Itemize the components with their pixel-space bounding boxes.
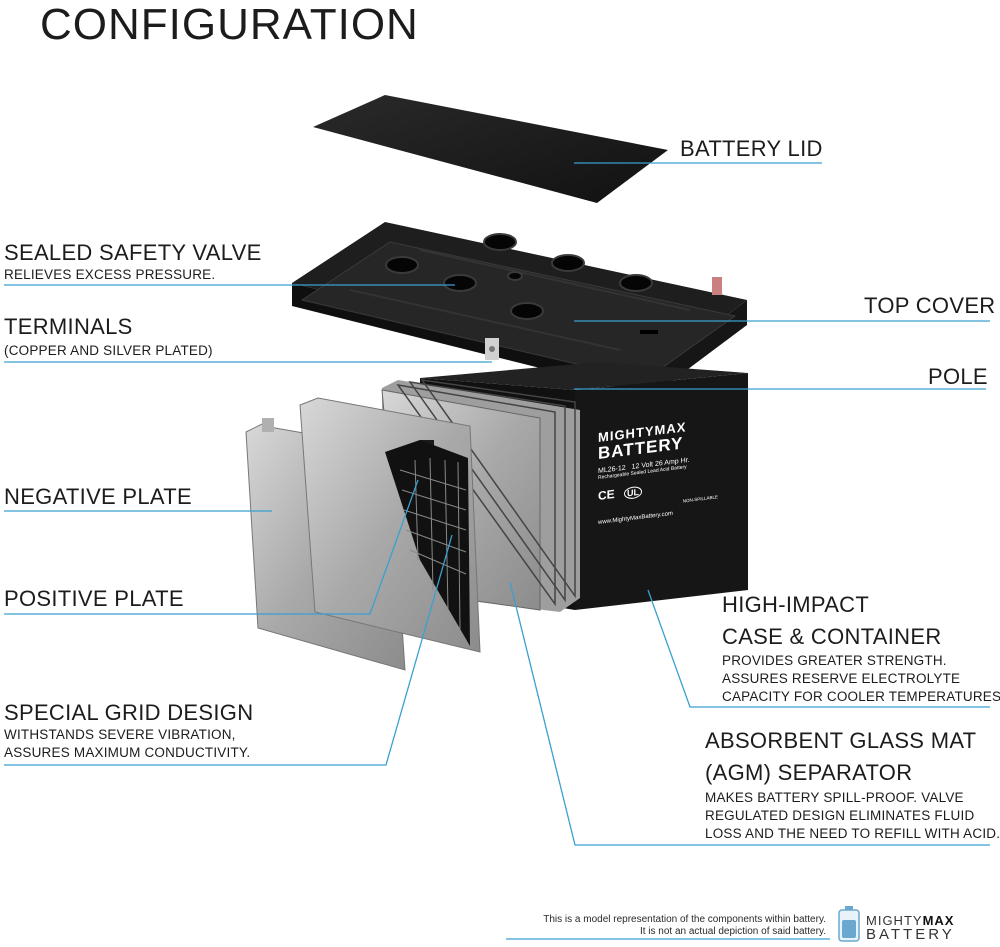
- agm-label-line2: (AGM) SEPARATOR: [705, 760, 913, 785]
- top-cover-label: TOP COVER: [864, 293, 996, 318]
- agm-desc-line: MAKES BATTERY SPILL-PROOF. VALVE: [705, 790, 964, 805]
- logo-mighty: MIGHTY: [866, 913, 923, 928]
- pole-label: POLE: [928, 364, 988, 389]
- special-grid-shape: [385, 440, 470, 646]
- battery-face-label: MIGHTYMAX BATTERY ML26-12 12 Volt 26 Amp…: [598, 413, 738, 526]
- logo-line2: BATTERY: [866, 926, 955, 943]
- logo-wordmark: MIGHTYMAX BATTERY: [866, 914, 955, 943]
- terminals-label: TERMINALS: [4, 314, 133, 339]
- high-impact-desc-line: ASSURES RESERVE ELECTROLYTE: [722, 671, 961, 686]
- agm-desc-line: LOSS AND THE NEED TO REFILL WITH ACID.: [705, 826, 1000, 841]
- high-impact-label-line1: HIGH-IMPACT: [722, 592, 870, 617]
- high-impact-desc-line: CAPACITY FOR COOLER TEMPERATURES.: [722, 689, 1000, 704]
- high-impact-desc: PROVIDES GREATER STRENGTH. ASSURES RESER…: [722, 652, 1000, 706]
- agm-desc: MAKES BATTERY SPILL-PROOF. VALVE REGULAT…: [705, 789, 1000, 843]
- special-grid-desc: WITHSTANDS SEVERE VIBRATION, ASSURES MAX…: [4, 726, 250, 762]
- high-impact-desc-line: PROVIDES GREATER STRENGTH.: [722, 653, 947, 668]
- disclaimer-line2: It is not an actual depiction of said ba…: [639, 926, 826, 937]
- special-grid-desc-line: WITHSTANDS SEVERE VIBRATION,: [4, 727, 236, 742]
- terminals-desc: (COPPER AND SILVER PLATED): [4, 343, 213, 358]
- battery-lid-shape: [313, 95, 668, 203]
- high-impact-label-line2: CASE & CONTAINER: [722, 624, 942, 649]
- battery-lid-label: BATTERY LID: [680, 136, 823, 161]
- leader-lines: [4, 162, 990, 940]
- positive-plate-label: POSITIVE PLATE: [4, 586, 184, 611]
- agm-label-line1: ABSORBENT GLASS MAT: [705, 728, 977, 753]
- logo-line1: MIGHTYMAX: [866, 914, 955, 927]
- logo-max: MAX: [922, 913, 955, 928]
- sealed-safety-valve-label: SEALED SAFETY VALVE: [4, 240, 262, 265]
- special-grid-desc-line: ASSURES MAXIMUM CONDUCTIVITY.: [4, 745, 251, 760]
- ce-mark: CE: [598, 486, 615, 503]
- negative-plate-label: NEGATIVE PLATE: [4, 484, 192, 509]
- special-grid-label: SPECIAL GRID DESIGN: [4, 700, 254, 725]
- page-title: CONFIGURATION: [40, 0, 419, 49]
- sealed-safety-valve-desc: RELIEVES EXCESS PRESSURE.: [4, 267, 216, 282]
- top-cover-shape: [292, 222, 747, 396]
- disclaimer: This is a model representation of the co…: [460, 914, 826, 938]
- ul-mark: UL: [624, 485, 643, 500]
- battery-logo-icon: [838, 906, 860, 942]
- agm-desc-line: REGULATED DESIGN ELIMINATES FLUID: [705, 808, 975, 823]
- disclaimer-line1: This is a model representation of the co…: [543, 914, 826, 925]
